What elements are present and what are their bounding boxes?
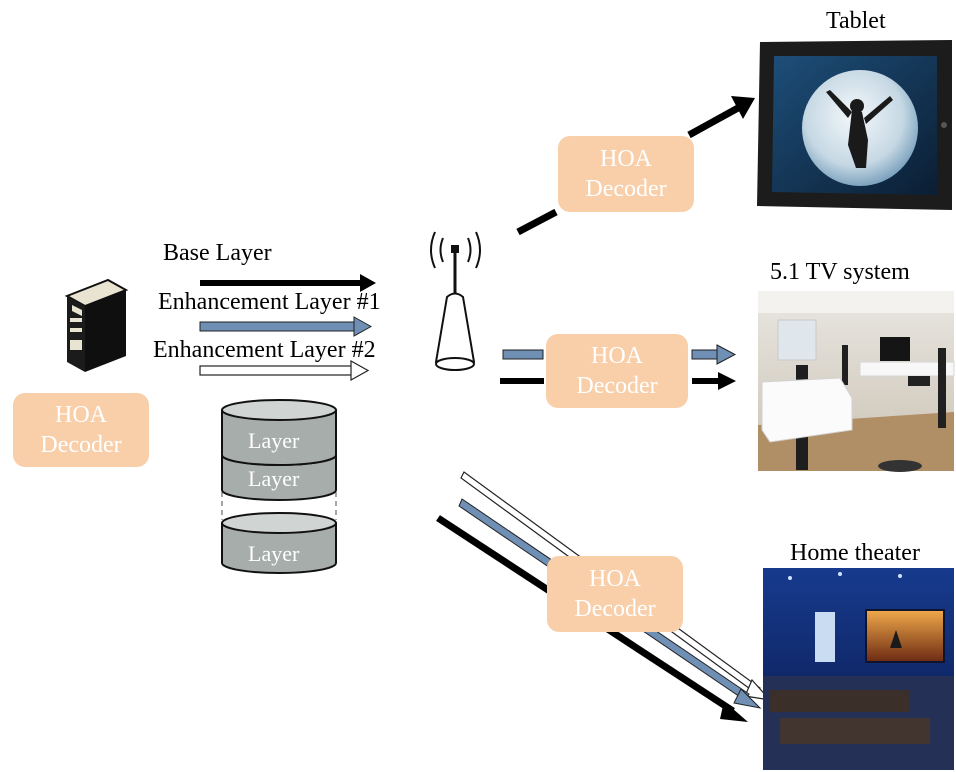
enhancement-layer-1-arrow (199, 316, 373, 337)
tv-system-title: 5.1 TV system (770, 259, 910, 285)
hoa-decoder-tv: HOA Decoder (546, 334, 688, 408)
enhancement-layer-1-label: Enhancement Layer #1 (158, 289, 381, 315)
layer-stack (221, 399, 337, 574)
layer-cylinder-3 (221, 512, 337, 574)
decoder-line1: HOA (589, 566, 641, 592)
base-layer-label: Base Layer (163, 240, 272, 266)
tv-room-image (758, 291, 955, 472)
home-theater-image (763, 568, 954, 770)
layer-label-1: Layer (248, 428, 300, 453)
wireless-tower-icon (430, 231, 481, 371)
home-theater-title: Home theater (790, 540, 920, 566)
tablet-stream-arrow (516, 96, 755, 236)
base-layer-arrow (200, 274, 376, 292)
decoder-line2: Decoder (585, 176, 667, 202)
layer-cylinder-1 (221, 399, 337, 466)
layer-label-2: Layer (248, 466, 300, 491)
enhancement-layer-2-label: Enhancement Layer #2 (153, 337, 376, 363)
hoa-decoder-home-theater: HOA Decoder (547, 556, 683, 632)
decoder-line1: HOA (591, 343, 643, 369)
hoa-decoder-tablet: HOA Decoder (558, 136, 694, 212)
decoder-line1: HOA (55, 402, 107, 428)
layer-label-3: Layer (248, 541, 300, 566)
enhancement-layer-2-arrow (199, 359, 370, 382)
server-computer-icon (64, 278, 129, 372)
hoa-decoder-source: HOA Decoder (13, 393, 149, 467)
decoder-line2: Decoder (576, 373, 658, 399)
tablet-image (757, 40, 952, 210)
decoder-line2: Decoder (574, 596, 656, 622)
decoder-line2: Decoder (40, 432, 122, 458)
tv-stream-arrows (500, 344, 737, 390)
decoder-line1: HOA (600, 146, 652, 172)
tablet-title: Tablet (826, 8, 886, 34)
